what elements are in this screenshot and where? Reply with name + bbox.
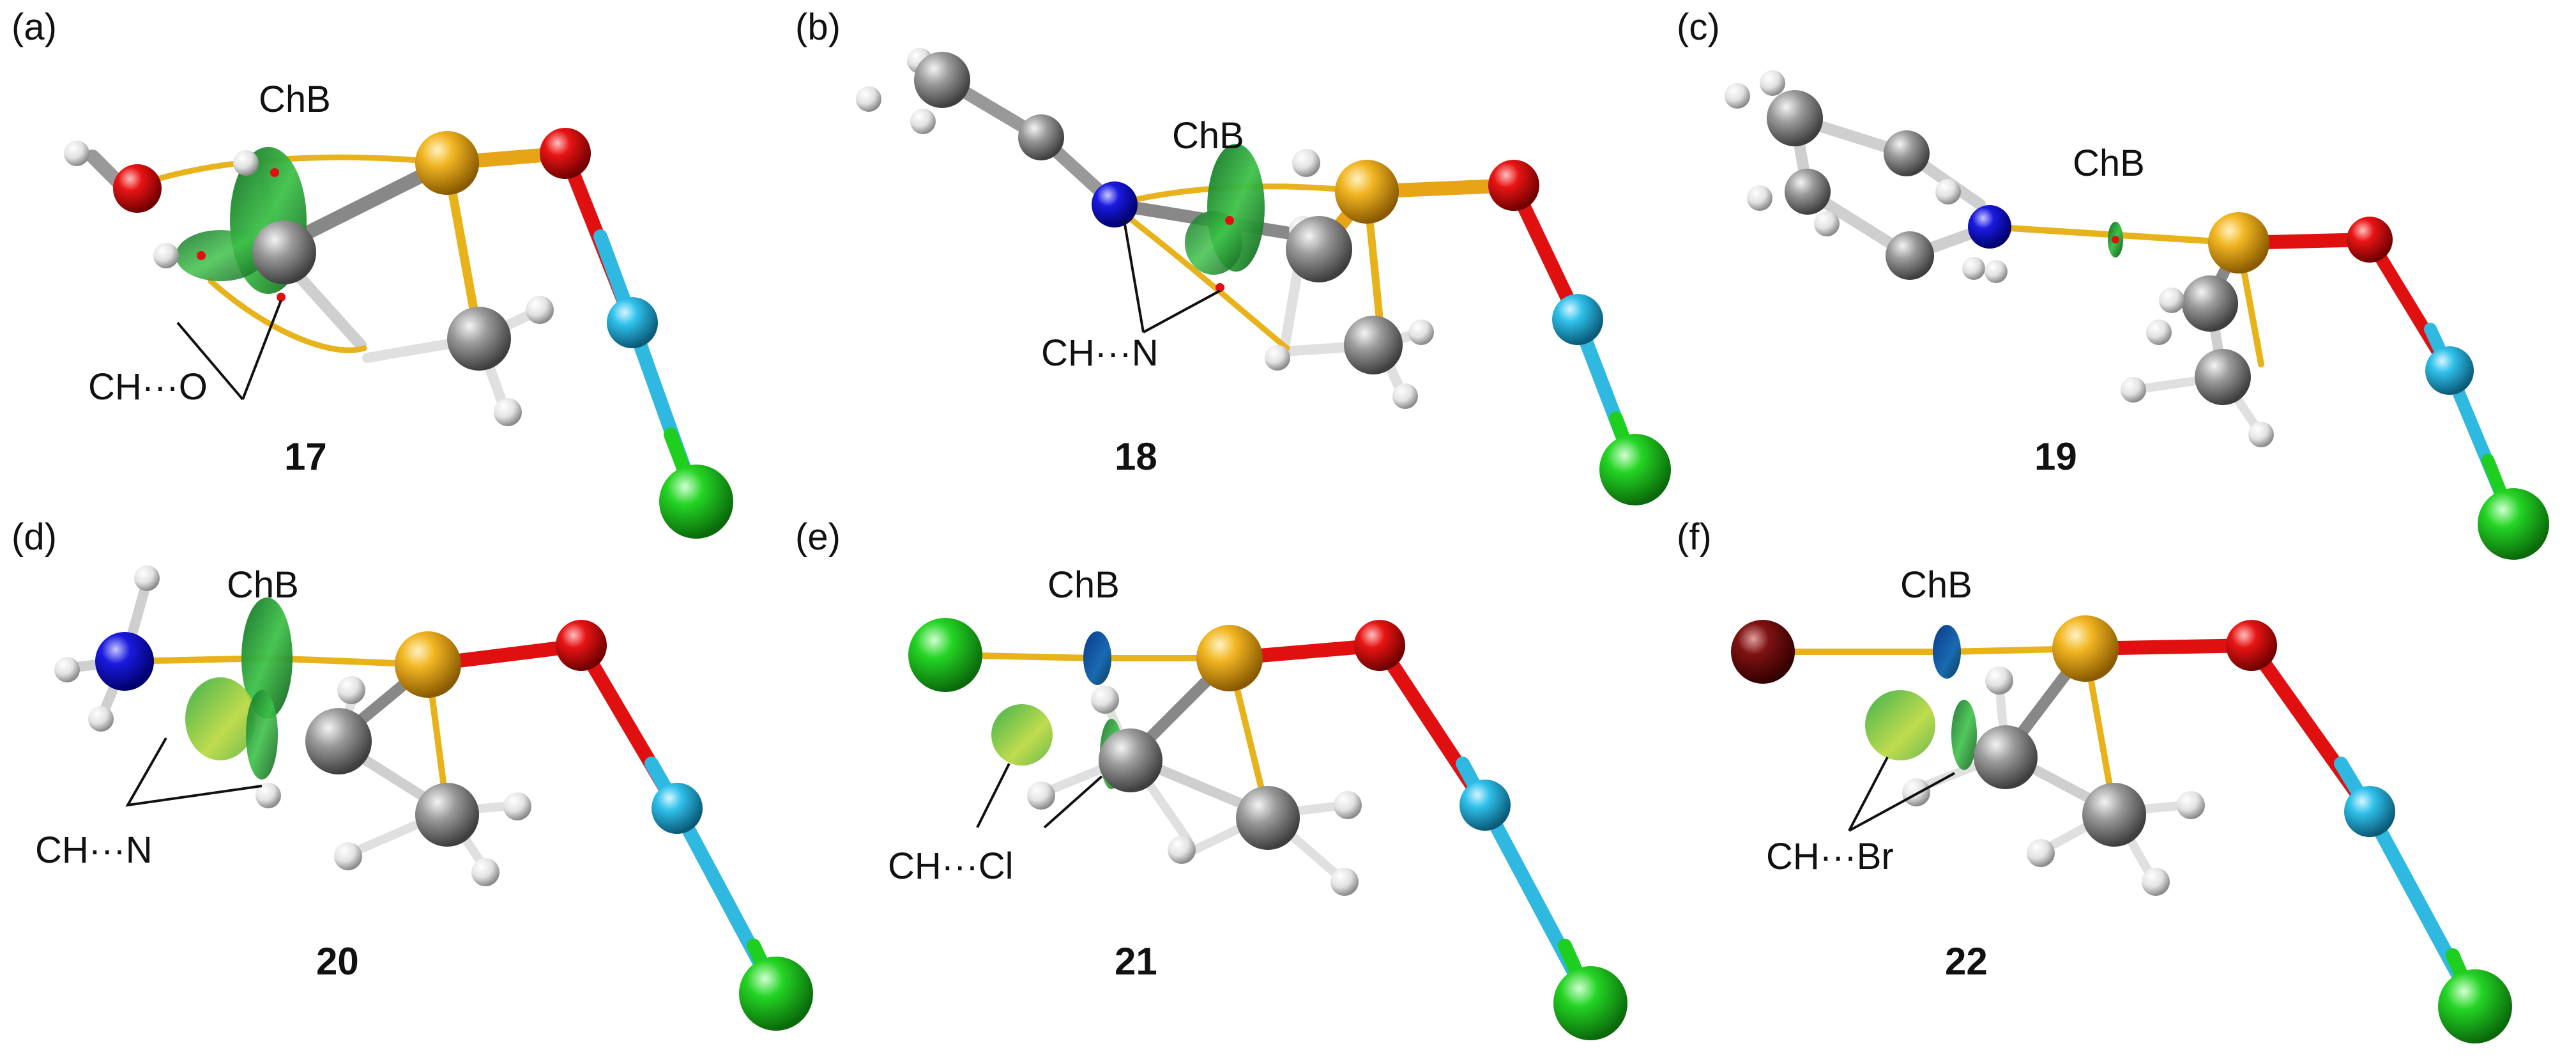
atom-h <box>64 141 89 166</box>
leader-line <box>1123 220 1145 333</box>
panel-c: (c) <box>1677 6 2549 560</box>
atom-h <box>233 150 259 176</box>
compound-number: 19 <box>2034 435 2077 478</box>
chb-label: ChB <box>1048 564 1120 606</box>
atom-h <box>526 296 554 324</box>
chb-label: ChB <box>259 79 331 120</box>
atoms <box>1731 615 2512 1043</box>
chb-nci-surface <box>241 597 293 719</box>
panel-letter: (a) <box>11 6 57 48</box>
panel-letter: (b) <box>795 6 841 48</box>
contact-label: CH···N <box>1041 332 1159 374</box>
ch-o-nci-surface <box>176 230 265 281</box>
bond-path <box>208 278 367 353</box>
panel-a: (a) <box>11 6 733 539</box>
atom-s <box>415 131 479 195</box>
panel-letter: (e) <box>795 516 841 558</box>
panel-letter: (c) <box>1677 6 1720 48</box>
leader-line <box>176 321 244 401</box>
ch-br-nci-surface <box>1865 690 1935 760</box>
atom-h <box>153 243 179 268</box>
panel-b: (b) <box>795 6 1671 505</box>
chb-label: ChB <box>1172 115 1244 157</box>
ch-n-nci-surface <box>1185 211 1242 275</box>
chb-label: ChB <box>227 564 299 606</box>
leader-line <box>1043 775 1103 829</box>
contact-label: CH···O <box>88 366 208 408</box>
compound-number: 20 <box>316 940 359 983</box>
panel-e: (e) <box>795 516 1627 1040</box>
leader-line <box>1848 772 1955 832</box>
panel-letter: (f) <box>1677 516 1712 558</box>
chb-nci-surface <box>1933 625 1961 679</box>
ch-n-nci-surface <box>185 677 255 760</box>
bond-path <box>134 154 450 189</box>
compound-number: 18 <box>1115 435 1157 478</box>
compound-number: 17 <box>284 435 327 478</box>
leader-line <box>241 300 282 400</box>
atom-o <box>113 164 162 213</box>
chb-label: ChB <box>2073 142 2145 184</box>
atoms <box>1725 70 2549 560</box>
atoms <box>908 618 1627 1040</box>
atoms <box>856 48 1671 505</box>
atom-cl <box>659 465 733 539</box>
atoms <box>54 566 813 1031</box>
panel-letter: (d) <box>11 516 57 558</box>
compound-number: 22 <box>1945 940 1988 983</box>
leader-line <box>1143 289 1221 334</box>
contact-label: CH···Br <box>1766 836 1894 877</box>
atoms <box>64 128 733 539</box>
contact-label: CH···Cl <box>888 845 1014 887</box>
leader-line <box>1848 757 1889 831</box>
ch-cl-nci-surface <box>991 704 1053 766</box>
atom-h <box>494 398 522 426</box>
atom-c <box>447 307 511 371</box>
chb-label: ChB <box>1900 564 1972 606</box>
chb-nci-surface <box>1083 631 1111 685</box>
panel-f: (f) <box>1677 516 2512 1043</box>
atom-o <box>540 128 591 179</box>
panel-d: (d) <box>11 516 813 1031</box>
leader-line <box>976 763 1010 828</box>
atom-c <box>252 220 316 284</box>
contact-label: CH···N <box>35 829 153 871</box>
leader-line <box>125 737 263 807</box>
atom-c-cyan <box>607 297 658 348</box>
compound-number: 21 <box>1115 940 1157 983</box>
